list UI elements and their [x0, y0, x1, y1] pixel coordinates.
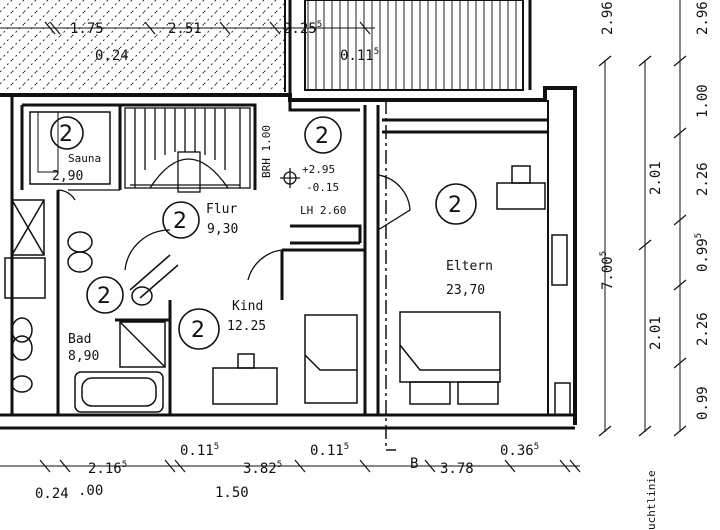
right-b2: 2.26 [695, 162, 711, 196]
terrace-area [0, 0, 285, 90]
top-dim-3: 2.255 [283, 20, 322, 37]
bad-area: 8,90 [68, 349, 99, 364]
sauna-name: Sauna [68, 152, 101, 165]
eltern-area: 23,70 [446, 283, 485, 298]
bottom-dimension-ticks [39, 459, 581, 473]
bad-name: Bad [68, 332, 91, 347]
right-dimension-ticks [598, 55, 687, 437]
staircase [124, 107, 251, 193]
sauna-group-number: 2 [59, 122, 73, 147]
bottom-dim-2: 0.115 [180, 442, 219, 459]
beds [304, 311, 501, 405]
section-label: B [410, 456, 418, 472]
bottom-dim-8: .00 [78, 483, 103, 499]
balcony-railing [304, 0, 524, 91]
bath-fixtures [4, 199, 179, 413]
interior-walls [20, 100, 548, 415]
right-b5: 0.99 [695, 386, 711, 420]
bad-group-number: 2 [97, 284, 111, 309]
doors [57, 174, 411, 281]
bottom-dim-9: 1.50 [215, 485, 249, 501]
top-dim-5: 0.115 [340, 47, 379, 64]
top-dim-1: 1.75 [70, 21, 104, 37]
landing-group-number: 2 [315, 124, 329, 149]
lh-annotation: LH 2.60 [300, 204, 346, 217]
right-a2: 2.01 [648, 316, 664, 350]
eltern-group-number: 2 [448, 193, 462, 218]
kind-name: Kind [232, 299, 263, 314]
outer-walls [0, 86, 577, 430]
flur-group-number: 2 [173, 209, 187, 234]
bottom-dim-1: 2.165 [88, 460, 127, 477]
bottom-dim-7: 0.24 [35, 486, 69, 502]
flur-area: 9,30 [207, 222, 238, 237]
right-a1: 2.01 [648, 161, 664, 195]
bottom-dim-3: 3.825 [243, 460, 282, 477]
room-group-circles [50, 116, 477, 350]
right-total-dim: 7.005 [599, 251, 616, 290]
kind-area: 12.25 [227, 319, 266, 334]
desks [212, 165, 546, 405]
level-marker-icon [280, 168, 300, 188]
right-b3: 0.995 [694, 233, 711, 272]
brh-annotation: BRH 1.00 [260, 125, 273, 178]
window-right-lower [554, 382, 571, 416]
bottom-dim-6: 0.365 [500, 442, 539, 459]
bottom-dim-5: 3.78 [440, 461, 474, 477]
eltern-name: Eltern [446, 259, 493, 274]
bottom-dim-4: 0.115 [310, 442, 349, 459]
top-dimension-ticks [44, 21, 371, 35]
right-b6: 2.96 [695, 1, 711, 35]
fluchtlinie-label: uchtlinie [645, 470, 658, 530]
sauna-area: 2,90 [52, 169, 83, 184]
flur-name: Flur [206, 202, 237, 217]
kind-group-number: 2 [191, 318, 205, 343]
sauna-bench [29, 111, 111, 185]
right-b4: 2.26 [695, 312, 711, 346]
top-dim-2: 2.51 [168, 21, 202, 37]
level-top: +2.95 [302, 163, 335, 176]
window-right [551, 234, 568, 286]
right-b1: 1.00 [695, 84, 711, 118]
level-bottom: -0.15 [306, 181, 339, 194]
top-dim-4: 0.24 [95, 48, 129, 64]
right-a3: 2.96 [600, 1, 616, 35]
